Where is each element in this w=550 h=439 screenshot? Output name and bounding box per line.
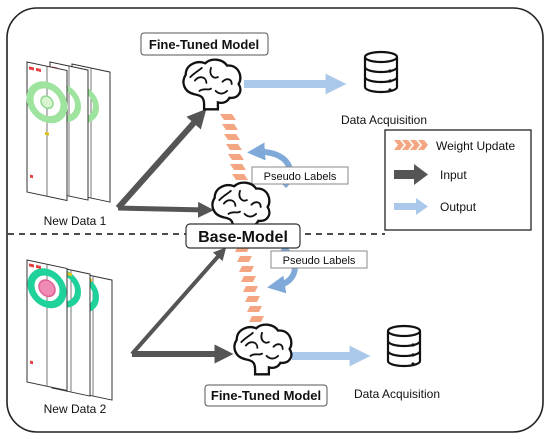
data-acquisition-bottom-database-icon [386, 324, 422, 368]
legend-input-label: Input [440, 168, 467, 182]
pseudo-labels-top: Pseudo Labels [264, 171, 337, 183]
pseudo-labels-top-box [251, 166, 349, 185]
chevron-stripe-icon [394, 140, 428, 150]
input-arrows [115, 108, 234, 364]
fine-tuned-model-top-box [140, 32, 269, 56]
base-model-box [185, 223, 301, 249]
fine-tuned-model-bottom-box [204, 384, 328, 407]
input-arrow-to-base-model-bottom [130, 247, 227, 356]
new-data-1-image-stack [26, 61, 111, 203]
input-arrow-to-base-model-top [117, 201, 214, 218]
pseudo-labels-bottom-box [270, 250, 368, 269]
data-acquisition-top-label: Data Acquisition [341, 113, 427, 127]
data-acquisition-bottom-label: Data Acquisition [354, 387, 440, 401]
weight-update-stripe-top [220, 114, 250, 190]
fine-tuned-model-bottom-label: Fine-Tuned Model [211, 388, 321, 403]
fine-tuned-model-top-label: Fine-Tuned Model [149, 37, 259, 52]
light-blue-arrow-icon [394, 198, 428, 215]
new-data-2-image-stack [26, 259, 113, 401]
base-model-label: Base-Model [198, 229, 288, 246]
input-arrow-to-top-model [115, 108, 207, 210]
legend: Weight Update Input Output [384, 129, 532, 231]
data-acquisition-top-database-icon [363, 50, 399, 94]
weight-update-stripe-bottom [235, 246, 264, 322]
legend-weight-update-label: Weight Update [436, 139, 515, 153]
dark-arrow-icon [394, 164, 428, 185]
pseudo-labels-bottom: Pseudo Labels [283, 255, 356, 267]
legend-output-label: Output [440, 200, 477, 214]
new-data-2-label: New Data 2 [44, 402, 107, 416]
new-data-1-label: New Data 1 [44, 214, 107, 228]
